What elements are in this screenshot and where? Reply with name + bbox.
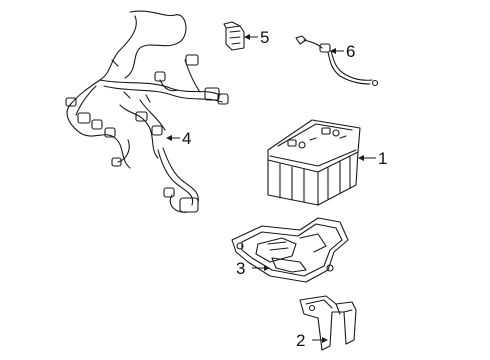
support-bracket: [299, 295, 357, 351]
fuse-connector-part: [223, 21, 245, 51]
battery: [267, 119, 361, 206]
battery-cable: [295, 35, 379, 87]
callout-4: 4: [166, 129, 191, 148]
callout-3-label: 3: [236, 259, 245, 278]
callout-1: 1: [358, 149, 387, 168]
callout-2-label: 2: [296, 331, 305, 350]
callout-6: 6: [330, 42, 355, 61]
callout-2: 2: [296, 331, 328, 350]
wiring-harness: [65, 10, 229, 213]
callout-5-label: 5: [260, 28, 269, 47]
battery-tray: [231, 217, 349, 283]
callout-3: 3: [236, 259, 270, 278]
callout-1-label: 1: [378, 149, 387, 168]
callout-4-label: 4: [182, 129, 191, 148]
callout-5: 5: [244, 28, 269, 47]
callout-6-label: 6: [346, 42, 355, 61]
